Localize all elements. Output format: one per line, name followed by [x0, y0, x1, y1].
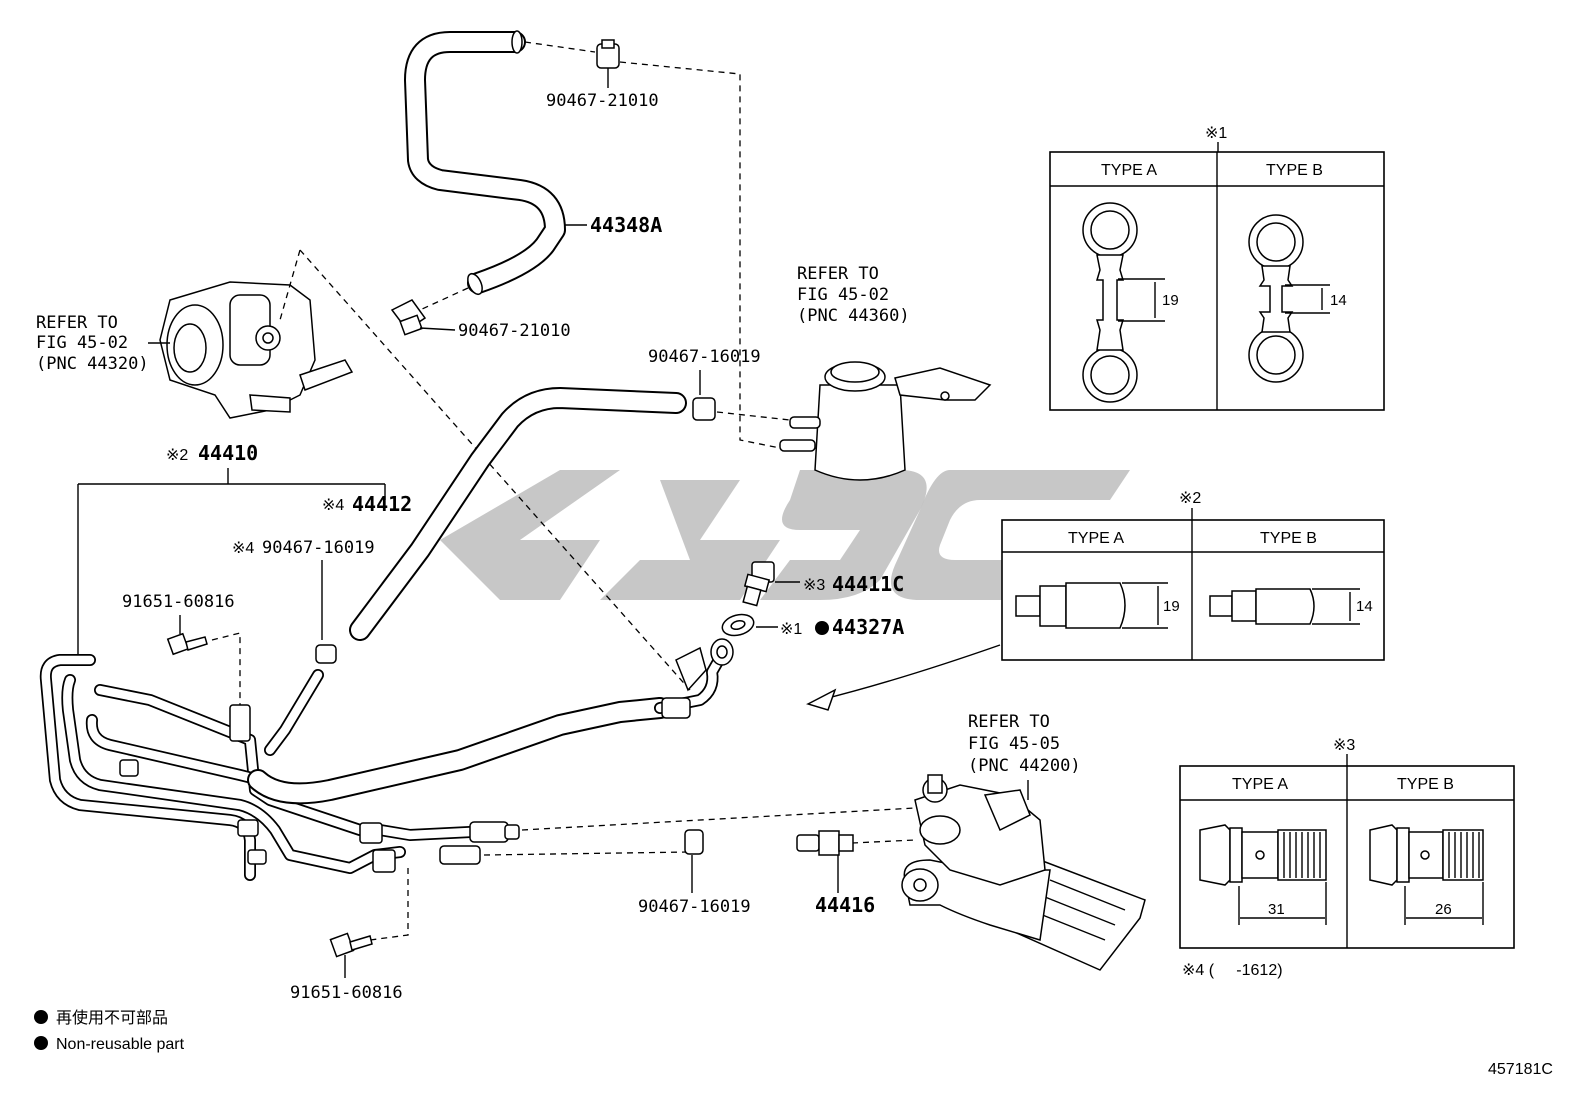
label-refer-gear-3: (PNC 44200) [968, 756, 1081, 776]
label-main-assy: 44410 [198, 441, 258, 465]
power-steering-pump[interactable] [159, 281, 354, 419]
clamp-tank[interactable] [692, 397, 716, 421]
label-return-hose-mark: ※4 [322, 497, 344, 514]
watermark-logo [440, 470, 1130, 600]
legend: 再使用不可部品 Non-reusable part [34, 1009, 185, 1053]
pressure-hose[interactable] [247, 638, 734, 805]
table3-dim-a: 31 [1268, 901, 1285, 918]
legend-dot-icon [34, 1036, 48, 1050]
table3-col-a: TYPE A [1232, 776, 1288, 793]
label-refer-pump-2: FIG 45-02 [36, 333, 128, 353]
table2-col-a: TYPE A [1068, 530, 1124, 547]
label-bolt-bottom: 91651-60816 [290, 983, 403, 1003]
reservoir-tank[interactable] [779, 361, 992, 481]
hose-44348a[interactable] [404, 30, 566, 297]
bolt-top[interactable] [166, 632, 208, 656]
clamp-top[interactable] [596, 39, 620, 69]
table-type-3: ※3 TYPE A TYPE B 31 26 [1179, 737, 1515, 949]
label-44348a: 44348A [590, 213, 662, 237]
return-hose-44412[interactable] [349, 387, 687, 641]
table1-col-b: TYPE B [1266, 162, 1323, 179]
table3-col-b: TYPE B [1397, 776, 1454, 793]
bolt-bottom[interactable] [329, 932, 373, 958]
label-clamp-tank: 90467-16019 [648, 347, 761, 367]
non-reusable-dot-icon [815, 621, 829, 635]
clamp-mid[interactable] [390, 299, 427, 336]
steering-gear[interactable] [901, 774, 1146, 971]
label-clamp-lower: 90467-16019 [638, 897, 751, 917]
label-gasket-mark: ※1 [780, 621, 802, 638]
note-4: ※4 ( -1612) [1182, 962, 1283, 979]
gasket-44327a[interactable] [720, 611, 756, 639]
label-union-bolt-mark: ※3 [803, 577, 825, 594]
clamp-lower[interactable] [684, 829, 704, 855]
label-return-clamp-mark: ※4 [232, 540, 254, 557]
reference-arrow [819, 644, 1001, 701]
label-union-bolt: 44411C [832, 572, 904, 596]
table2-mark: ※2 [1179, 490, 1201, 507]
pressure-tube-assy[interactable] [39, 654, 520, 881]
label-return-clamp: 90467-16019 [262, 538, 375, 558]
table3-mark: ※3 [1333, 737, 1355, 754]
union-bolt-44411c[interactable] [742, 561, 775, 607]
label-refer-tank-2: FIG 45-02 [797, 285, 889, 305]
label-refer-gear-2: FIG 45-05 [968, 734, 1060, 754]
label-refer-gear-1: REFER TO [968, 712, 1050, 732]
label-union-44416: 44416 [815, 893, 875, 917]
figure-id: 457181C [1488, 1061, 1553, 1078]
label-refer-pump-1: REFER TO [36, 313, 118, 333]
table-type-2: ※2 TYPE A TYPE B 19 14 [1001, 490, 1385, 661]
label-clamp-top: 90467-21010 [546, 91, 659, 111]
table1-mark: ※1 [1205, 125, 1227, 142]
label-return-hose: 44412 [352, 492, 412, 516]
legend-dot-icon [34, 1010, 48, 1024]
return-clamp[interactable] [315, 644, 337, 664]
label-bolt-top: 91651-60816 [122, 592, 235, 612]
table1-dim-a: 19 [1162, 292, 1179, 309]
table2-dim-a: 19 [1163, 598, 1180, 615]
label-refer-tank-1: REFER TO [797, 264, 879, 284]
table1-dim-b: 14 [1330, 292, 1347, 309]
label-main-assy-mark: ※2 [166, 447, 188, 464]
table3-dim-b: 26 [1435, 901, 1452, 918]
label-refer-pump-3: (PNC 44320) [36, 354, 149, 374]
label-refer-tank-3: (PNC 44360) [797, 306, 910, 326]
legend-jp: 再使用不可部品 [56, 1009, 168, 1027]
label-gasket: 44327A [832, 615, 904, 639]
label-clamp-mid: 90467-21010 [458, 321, 571, 341]
union-44416[interactable] [796, 830, 854, 856]
table1-col-a: TYPE A [1101, 162, 1157, 179]
legend-en: Non-reusable part [56, 1036, 185, 1053]
table-type-1: ※1 TYPE A TYPE B 19 14 [1049, 125, 1385, 411]
table2-dim-b: 14 [1356, 598, 1373, 615]
table2-col-b: TYPE B [1260, 530, 1317, 547]
